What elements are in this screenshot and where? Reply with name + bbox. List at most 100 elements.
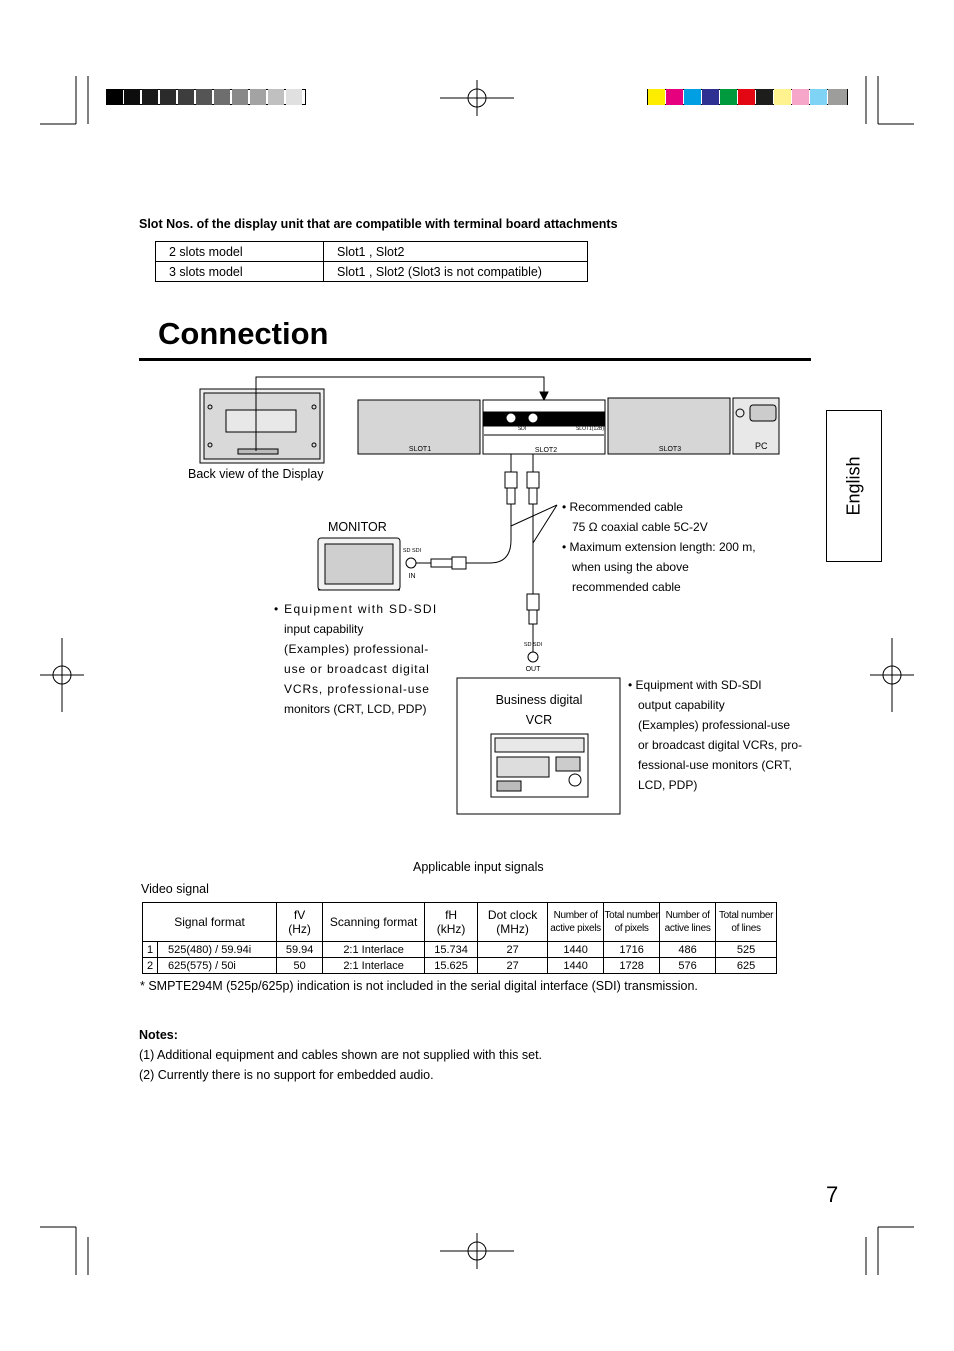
header-label: active pixels [550,923,601,934]
color-swatch [810,89,827,105]
bnc-plug-icon [504,471,518,489]
slot3-label: SLOT3 [659,446,681,453]
callout-line [510,504,558,527]
monitor-port-in-label: IN [409,573,416,580]
note-line: • Equipment with SD-SDI [628,678,762,692]
note-line: • Recommended cable [562,500,683,514]
note-item: (2) Currently there is no support for em… [139,1068,434,1082]
table-header-cell: Dot clock (MHz) [477,902,549,942]
header-label: Signal format [174,915,245,929]
bnc-plug-icon [451,556,467,570]
signals-footnote: * SMPTE294M (525p/625p) indication is no… [140,979,698,993]
slot1-panel [357,399,481,455]
table-header-cell: Number of active pixels [547,902,605,942]
header-label: Dot clock [487,908,538,922]
table-header-cell: fH (kHz) [424,902,479,942]
header-label: Total number [718,910,774,921]
gray-swatch [107,89,123,105]
cable-notes: • Recommended cable 75 Ω coaxial cable 5… [562,497,756,597]
color-swatch [738,89,755,105]
vcr-title-line: VCR [525,713,553,727]
gray-swatch [232,89,248,105]
header-label: fV [293,908,306,922]
table-cell: 525(480) / 59.94i [156,941,278,958]
slot-table: 2 slots model Slot1 , Slot2 3 slots mode… [155,241,588,282]
table-cell: 27 [477,957,549,974]
note-line: • Maximum extension length: 200 m, [562,540,756,554]
sdi-label: SDI [518,426,526,432]
back-view-caption: Back view of the Display [188,467,324,481]
bnc-plug-icon [526,593,540,611]
table-cell: 1728 [603,957,661,974]
table-cell: 2:1 Interlace [322,957,426,974]
note-line: use or broadcast digital [284,662,430,676]
table-header-cell: Number of active lines [659,902,717,942]
note-line: output capability [638,698,725,712]
output-equipment-notes: • Equipment with SD-SDI output capabilit… [628,675,802,795]
signals-title: Applicable input signals [413,860,544,874]
header-label: (MHz) [496,922,529,936]
header-label: fH [445,908,458,922]
table-cell: 15.734 [424,941,479,958]
table-cell: 2 [142,957,158,974]
language-tab: English [826,410,882,562]
table-cell: 1716 [603,941,661,958]
color-swatch [702,89,719,105]
gray-swatch [124,89,140,105]
table-cell: 59.94 [276,941,324,958]
gray-swatch [214,89,230,105]
table-cell: Slot1 , Slot2 (Slot3 is not compatible) [323,261,588,282]
note-line: or broadcast digital VCRs, pro- [638,738,803,752]
color-swatch [756,89,773,105]
color-swatch [828,89,847,105]
connection-diagram: SLOT1 SLOT2 SLOT3 PC SDI SLOT1(12B) SD S… [199,376,780,815]
monitor-label: MONITOR [328,520,387,534]
slot-table-heading: Slot Nos. of the display unit that are c… [139,217,618,231]
note-line: input capability [284,622,364,636]
table-cell: 486 [659,941,717,958]
header-label: of pixels [614,923,649,934]
slot2-panel [482,399,606,455]
table-cell: 50 [276,957,324,974]
bnc-port-icon [405,557,417,569]
color-swatch [720,89,737,105]
section-title: Connection [158,316,329,351]
page-number: 7 [826,1182,839,1207]
gray-swatch [286,89,302,105]
table-cell: 1440 [547,957,605,974]
vcr-port-out-label: OUT [526,666,542,673]
header-label: (Hz) [288,922,311,936]
header-label: Number of [553,910,598,921]
vcr-port-label: SD SDI [524,642,543,648]
table-header-cell: Scanning format [322,902,426,942]
table-header-cell: fV (Hz) [276,902,324,942]
cable-line [466,504,512,564]
signals-table: Signal format fV (Hz) Scanning format fH… [141,902,777,974]
table-row: 3 slots model Slot1 , Slot2 (Slot3 is no… [155,261,588,282]
note-line: • Equipment with SD-SDI [274,602,438,616]
color-swatch [666,89,683,105]
header-label: (kHz) [436,922,466,936]
input-equipment-notes: • Equipment with SD-SDI input capability… [274,599,444,719]
gray-swatch [268,89,284,105]
note-line: recommended cable [572,580,681,594]
bnc-port-icon [527,651,539,663]
table-cell: 576 [659,957,717,974]
table-cell: 625(575) / 50i [156,957,278,974]
table-cell: 2 slots model [155,241,324,262]
monitor-port-label: SD SDI [403,548,422,554]
color-swatch [774,89,791,105]
pc-connector-icon [749,404,777,422]
bnc-port-icon [505,412,517,424]
display-back-view [199,388,325,464]
note-line: (Examples) professional- [284,642,429,656]
callout-line [532,504,558,544]
header-label: Total number [604,910,659,921]
slot2-label: SLOT2 [535,447,557,454]
vcr-box [456,677,621,815]
table-cell: 625 [715,957,777,974]
note-line: 75 Ω coaxial cable 5C-2V [572,520,708,534]
table-cell: 1 [142,941,158,958]
table-cell: 15.625 [424,957,479,974]
table-header-cell: Signal format [141,902,278,942]
